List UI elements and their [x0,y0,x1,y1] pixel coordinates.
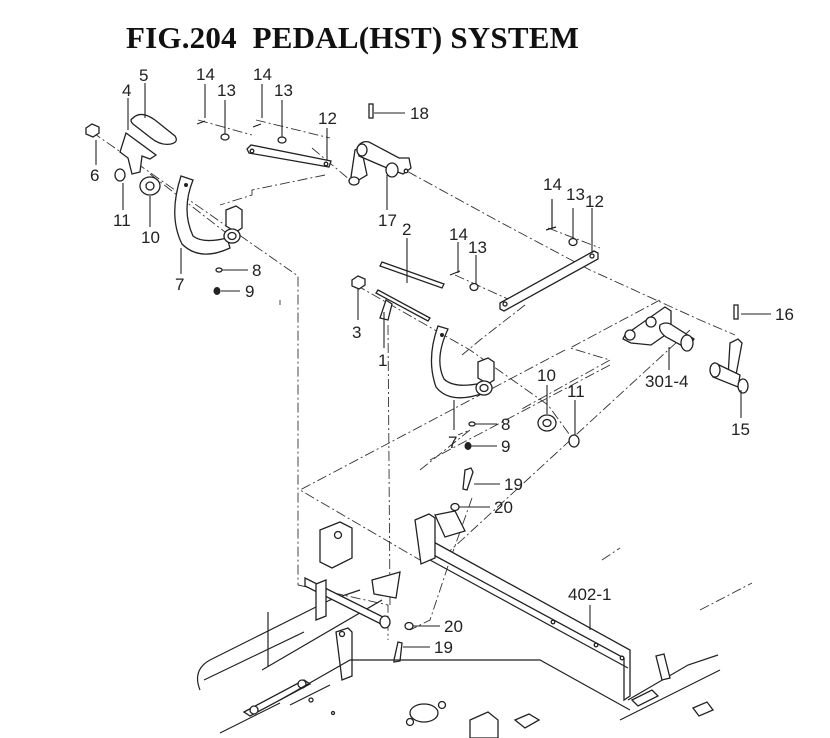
washer-13 [220,133,230,141]
figure-title: FIG.204 PEDAL(HST) SYSTEM [126,20,580,55]
callout-20: 20 [444,617,463,636]
flange-nut-6 [85,123,100,138]
callout-9: 9 [245,282,254,301]
callout-14: 14 [253,65,272,84]
upper-link-rod-assembly [196,120,332,168]
bolt-19 [393,641,403,663]
spring-pin-18 [368,103,374,119]
pad-bracket-1 [379,298,393,321]
callout-19: 19 [504,475,523,494]
callout-11: 11 [113,211,131,230]
callout-19: 19 [434,638,453,657]
flange-nut-3 [351,275,366,290]
callout-7: 7 [175,275,184,294]
link-rod-12 [246,144,332,168]
callout-13: 13 [274,81,293,100]
callout-402-1: 402-1 [568,585,611,604]
callout-15: 15 [731,420,750,439]
hst-bracket-assembly [622,304,749,394]
callout-20: 20 [494,498,513,517]
bolt-19 [462,467,474,491]
callout-3: 3 [352,323,361,342]
callout-8: 8 [501,415,510,434]
lower-link-rod-assembly [449,199,599,312]
nut-9 [464,442,472,450]
pedal-arm-7 [174,175,231,255]
pedal-pad-5 [130,113,177,146]
spring-pin-16 [733,304,739,320]
left-pedal-assembly [85,113,243,295]
callout-13: 13 [217,81,236,100]
nut-9 [213,287,221,295]
callout-12: 12 [585,192,604,211]
callout-9: 9 [501,437,510,456]
pin-8 [468,421,476,427]
leader-lines [95,83,771,648]
washer-13 [277,136,287,144]
cotter-pin-14 [196,120,206,125]
callout-2: 2 [402,220,411,239]
callout-301-4: 301-4 [645,372,688,391]
right-pedal-assembly [351,261,580,450]
washer-13 [469,282,479,292]
callout-4: 4 [122,81,131,100]
callout-14: 14 [543,175,562,194]
callout-10: 10 [141,228,160,247]
callout-13: 13 [566,185,585,204]
callout-17: 17 [378,211,397,230]
nut-20 [404,621,414,631]
washer-13 [568,237,578,247]
callout-11: 11 [567,382,585,401]
callout-8: 8 [252,261,261,280]
cross-shaft-assembly [348,103,412,186]
callout-6: 6 [90,166,99,185]
callout-12: 12 [318,109,337,128]
cotter-pin-14 [545,226,557,231]
nut-20 [450,502,460,512]
callout-18: 18 [410,104,429,123]
pad-bracket-4 [119,131,158,175]
callout-14: 14 [449,225,468,244]
chassis-frame [197,510,721,738]
callout-16: 16 [775,305,794,324]
callout-7: 7 [448,433,457,452]
pedal-pad-2 [379,261,445,289]
callout-5: 5 [139,66,148,85]
callout-13: 13 [468,238,487,257]
callout-14: 14 [196,65,215,84]
cotter-pin-14 [252,123,262,128]
callout-1: 1 [378,351,387,370]
pin-8 [215,267,223,273]
circlip-11 [568,434,580,448]
link-rod-12 [499,250,599,312]
callout-10: 10 [537,366,556,385]
circlip-11 [114,168,126,182]
callout-labels: 5 4 6 11 10 7 8 9 14 13 14 13 12 18 17 2… [90,65,794,657]
fasteners [393,467,474,663]
